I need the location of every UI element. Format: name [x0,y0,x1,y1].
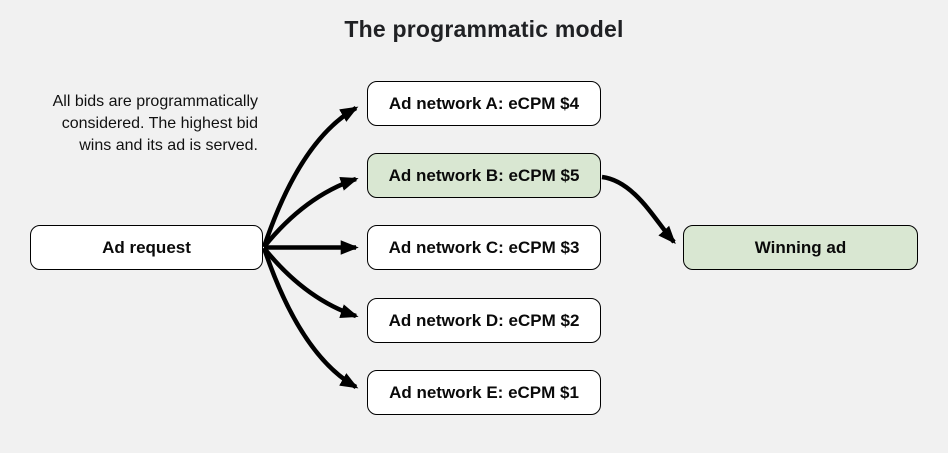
description-line: considered. The highest bid [61,115,258,132]
node-ad-network-a: Ad network A: eCPM $4 [367,81,601,126]
node-label: Winning ad [754,237,847,257]
node-ad-network-d: Ad network D: eCPM $2 [367,298,601,343]
node-label: Ad network E: eCPM $1 [389,382,579,402]
node-ad-network-e: Ad network E: eCPM $1 [367,370,601,415]
description-text: All bids are programmatically considered… [0,91,258,157]
diagram-title: The programmatic model [344,16,624,42]
arrow-request-to-network-e [261,247,359,389]
node-ad-request: Ad request [30,225,263,270]
description-line: wins and its ad is served. [79,137,258,154]
arrow-request-to-network-d [262,246,359,319]
arrow-request-to-network-a [261,106,359,248]
node-ad-network-b-highest-bid: Ad network B: eCPM $5 [367,153,601,198]
node-winning-ad: Winning ad [683,225,918,270]
description-line: All bids are programmatically [52,93,258,110]
node-label: Ad network A: eCPM $4 [388,93,580,113]
arrow-request-to-network-b [262,176,359,249]
node-label: Ad network D: eCPM $2 [388,310,580,330]
node-label: Ad request [102,237,191,257]
node-ad-network-c: Ad network C: eCPM $3 [367,225,601,270]
node-label: Ad network C: eCPM $3 [388,237,580,257]
arrow-network-b-to-winning-ad [601,174,676,245]
node-label: Ad network B: eCPM $5 [388,165,580,185]
